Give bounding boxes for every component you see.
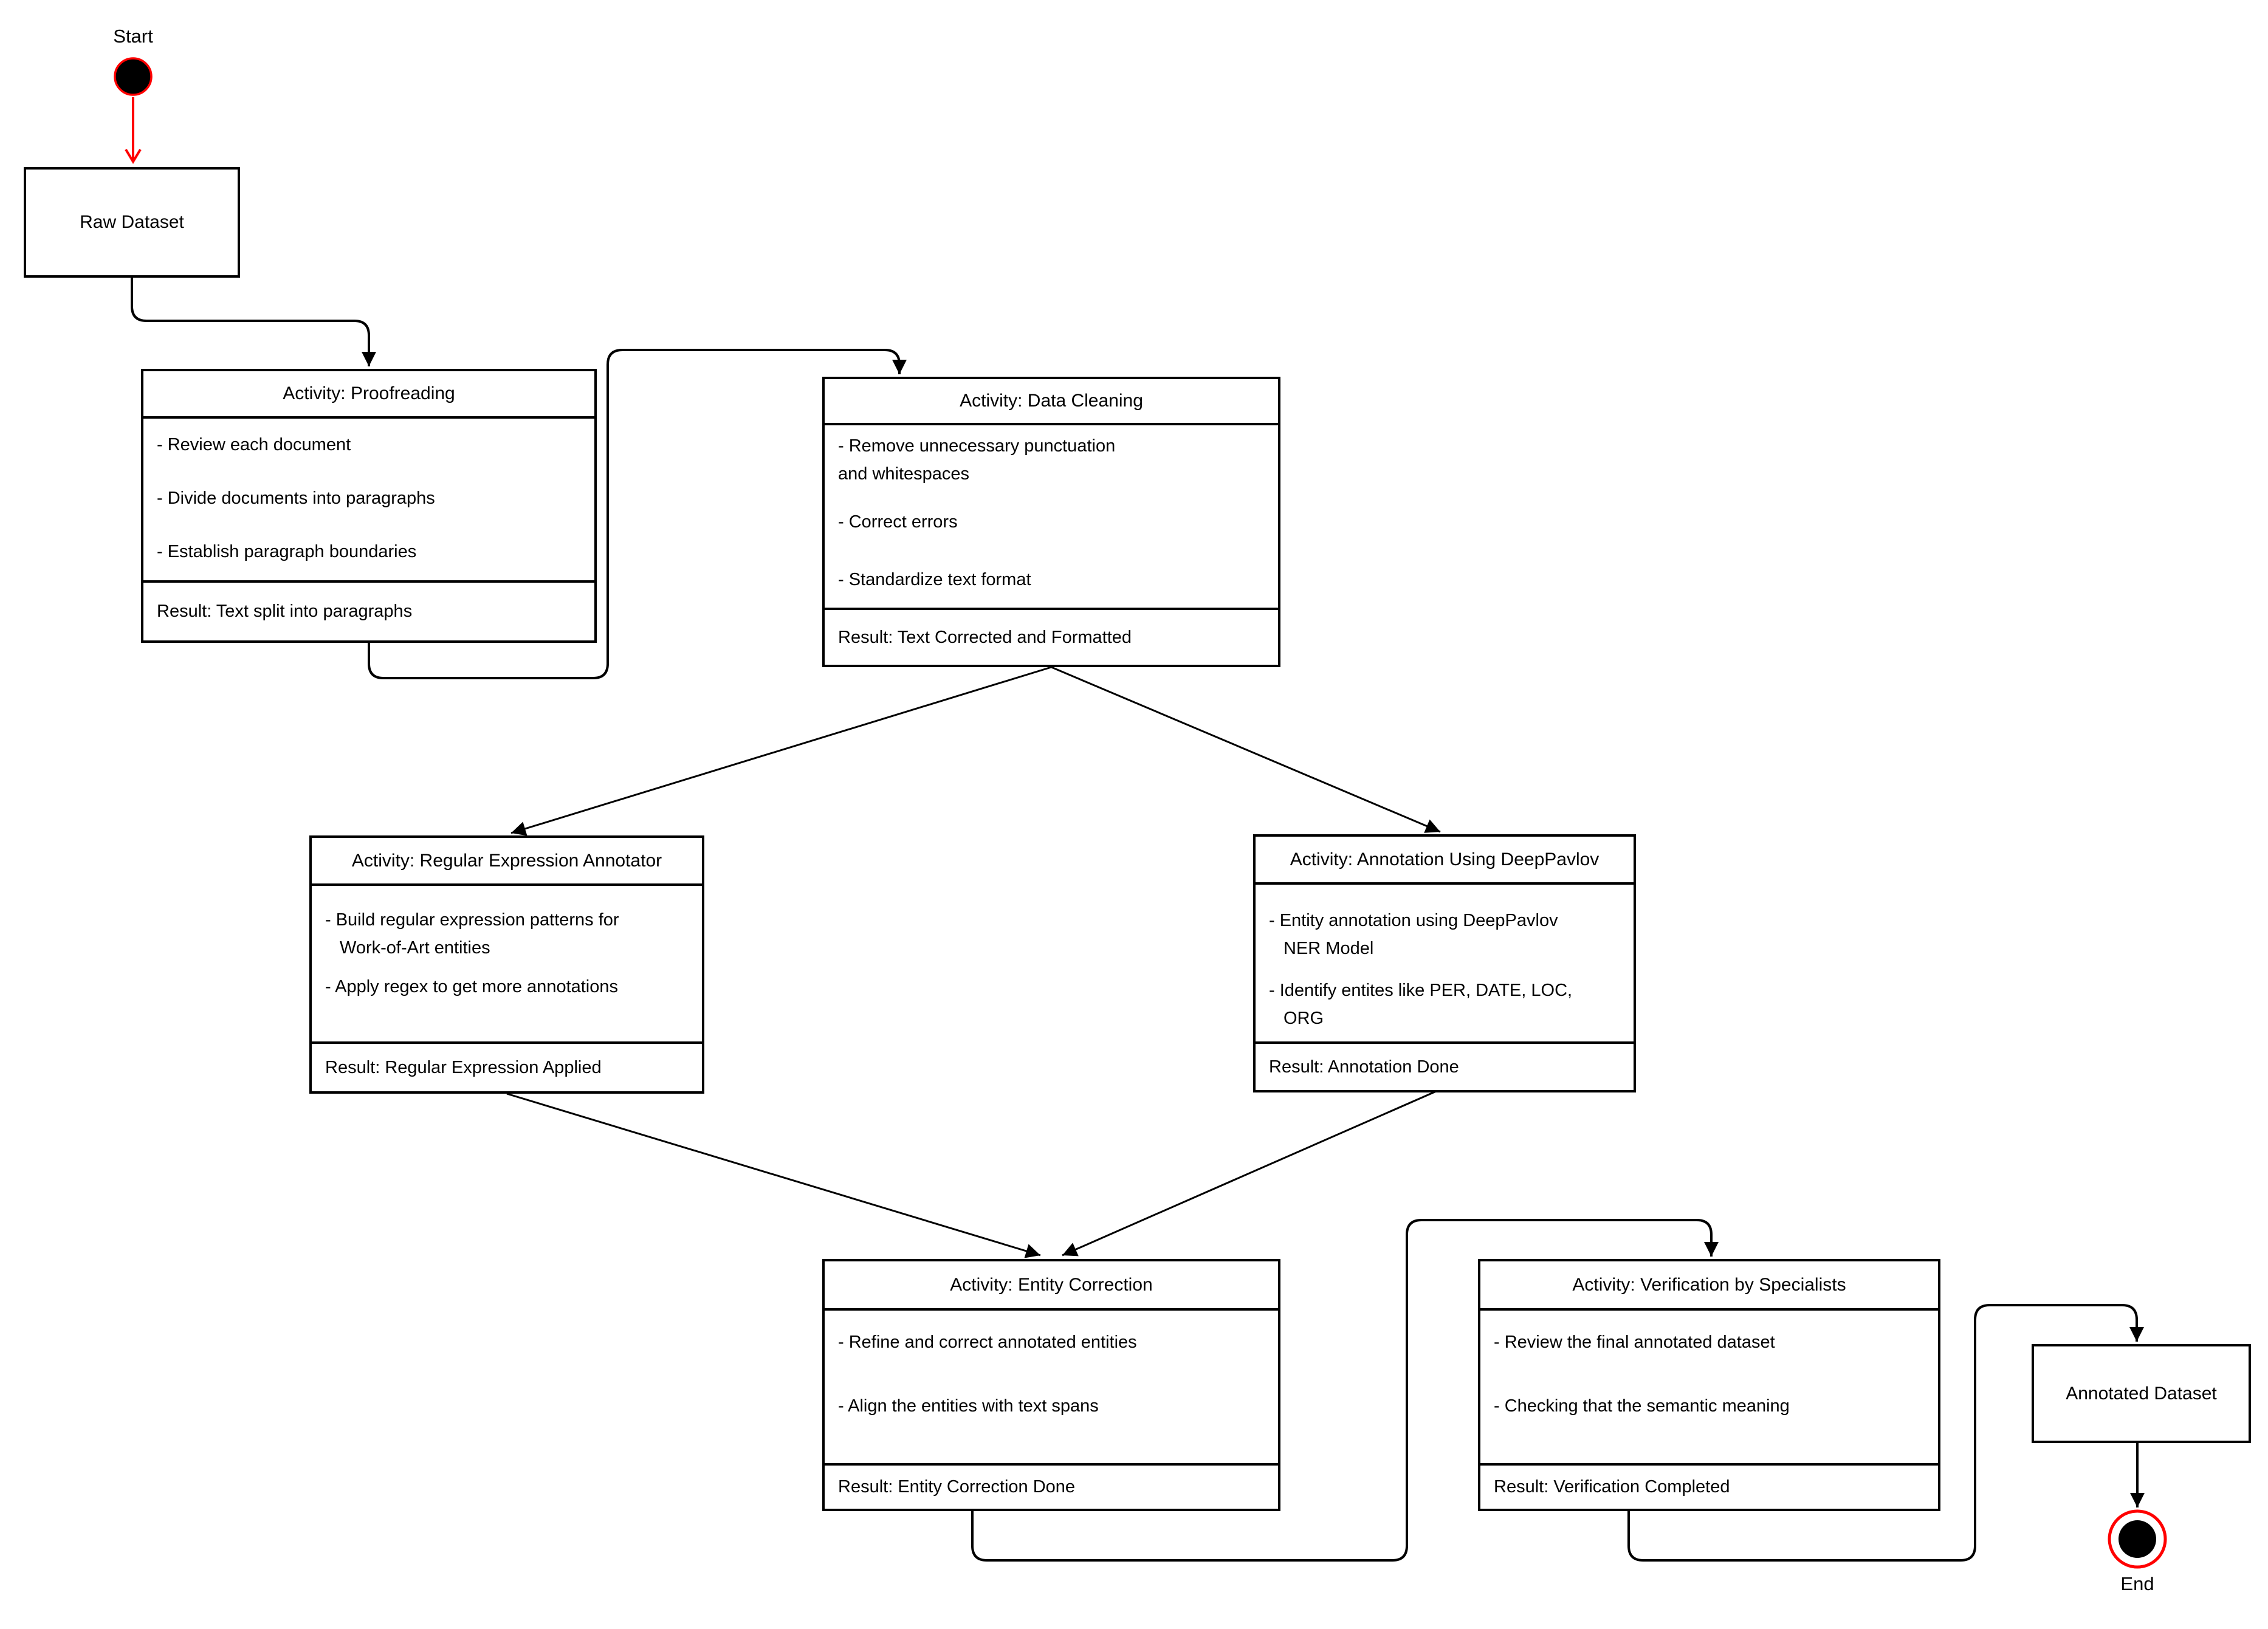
activity-box-deeppavlov: Activity: Annotation Using DeepPavlov - … [1253,834,1636,1092]
edge-regex-to-entity-correction [506,1092,1041,1258]
activity-result: Result: Annotation Done [1256,1041,1634,1090]
activity-item: - Apply regex to get more annotations [325,977,619,996]
activity-box-proofreading: Activity: Proofreading - Review each doc… [141,369,597,643]
activity-title: Activity: Annotation Using DeepPavlov [1256,837,1634,885]
activity-title: Activity: Verification by Specialists [1480,1261,1938,1311]
activity-result-label: Result: Text split into paragraphs [157,602,413,621]
activity-title: Activity: Entity Correction [825,1261,1278,1311]
start-label: Start [113,26,153,47]
edge-verification-to-annotated-dataset [1627,1304,2144,1562]
activity-result-label: Result: Annotation Done [1269,1057,1459,1077]
edge-data-cleaning-to-regex [510,666,1052,836]
edge-deeppavlov-to-entity-correction [1062,1086,1445,1257]
activity-result: Result: Text Corrected and Formatted [825,608,1278,665]
activity-item: - Correct errors [838,512,958,532]
activity-item: - Identify entites like PER, DATE, LOC, … [1269,981,1573,1028]
activity-result-label: Result: Verification Completed [1494,1477,1730,1497]
activity-title: Activity: Proofreading [143,371,594,419]
activity-result: Result: Entity Correction Done [825,1463,1278,1509]
edge-proofreading-to-data-cleaning [368,349,907,679]
activity-item: - Standardize text format [838,570,1031,589]
activity-title: Activity: Regular Expression Annotator [312,838,702,886]
node-annotated-dataset-label: Annotated Dataset [2066,1383,2217,1404]
edge-entity-correction-to-verification [971,1219,1719,1562]
activity-result-label: Result: Entity Correction Done [838,1477,1076,1497]
edge-raw-dataset-to-proofreading [131,278,376,366]
activity-item: - Review each document [157,435,351,454]
start-node [114,57,153,96]
activity-box-data-cleaning: Activity: Data Cleaning - Remove unneces… [822,377,1280,667]
activity-result-label: Result: Regular Expression Applied [325,1057,602,1077]
activity-item: - Entity annotation using DeepPavlov NER… [1269,911,1558,958]
activity-item: - Remove unnecessary punctuation and whi… [838,436,1116,484]
activity-item: - Establish paragraph boundaries [157,542,417,561]
activity-item: - Refine and correct annotated entities [838,1332,1137,1352]
activity-result: Result: Text split into paragraphs [143,580,594,640]
activity-box-regex-annotator: Activity: Regular Expression Annotator -… [309,835,704,1094]
node-annotated-dataset: Annotated Dataset [2032,1344,2251,1443]
activity-item: - Build regular expression patterns for … [325,910,619,958]
activity-item: - Divide documents into paragraphs [157,489,435,508]
node-raw-dataset-label: Raw Dataset [80,212,184,232]
activity-box-entity-correction: Activity: Entity Correction - Refine and… [822,1259,1280,1511]
activity-result-label: Result: Text Corrected and Formatted [838,627,1132,647]
activity-item: - Checking that the semantic meaning [1494,1396,1790,1416]
edge-data-cleaning-to-deeppavlov [1051,666,1441,833]
activity-title: Activity: Data Cleaning [825,379,1278,425]
activity-result: Result: Verification Completed [1480,1463,1938,1509]
activity-box-verification: Activity: Verification by Specialists - … [1478,1259,1940,1511]
node-raw-dataset: Raw Dataset [24,167,240,278]
activity-result: Result: Regular Expression Applied [312,1041,702,1091]
activity-item: - Align the entities with text spans [838,1396,1099,1416]
activity-item: - Review the final annotated dataset [1494,1332,1775,1352]
end-label: End [2120,1573,2154,1594]
end-node-core [2119,1520,2156,1558]
